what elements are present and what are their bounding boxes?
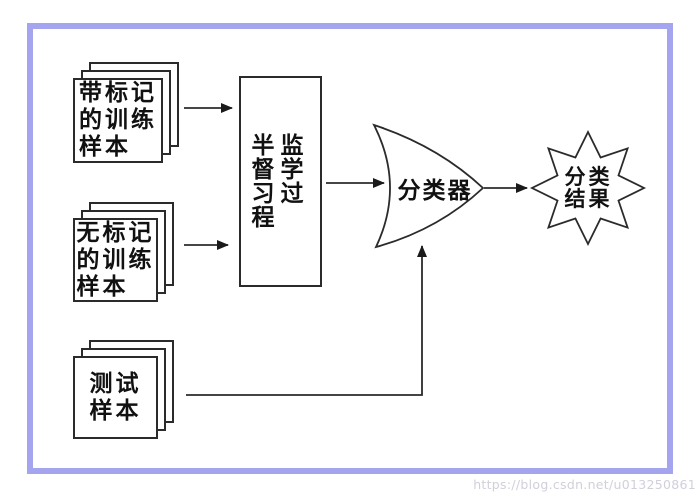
result-starburst-shape <box>529 129 647 247</box>
classifier-shape <box>372 123 485 249</box>
process-label: 半监 督学 习过 程 <box>251 132 310 231</box>
test-samples-label: 测试 样本 <box>89 370 142 424</box>
process-box: 半监 督学 习过 程 <box>239 76 322 287</box>
unlabeled-samples-label: 无标记 的训练 样本 <box>76 219 155 300</box>
result-label: 分类 结果 <box>564 165 613 211</box>
labeled-samples-stack: 带标记 的训练 样本 <box>73 62 179 163</box>
test-samples-stack: 测试 样本 <box>73 340 174 439</box>
labeled-samples-label: 带标记 的训练 样本 <box>79 80 157 160</box>
classifier-label: 分类器 <box>397 178 473 204</box>
unlabeled-samples-stack: 无标记 的训练 样本 <box>73 202 174 302</box>
stack-page-front: 带标记 的训练 样本 <box>73 78 163 163</box>
arrow-test-to-classifier <box>186 245 427 396</box>
stack-page-front: 测试 样本 <box>73 356 158 439</box>
watermark-text: https://blog.csdn.net/u013250861 <box>473 477 696 492</box>
stack-page-front: 无标记 的训练 样本 <box>73 218 158 302</box>
